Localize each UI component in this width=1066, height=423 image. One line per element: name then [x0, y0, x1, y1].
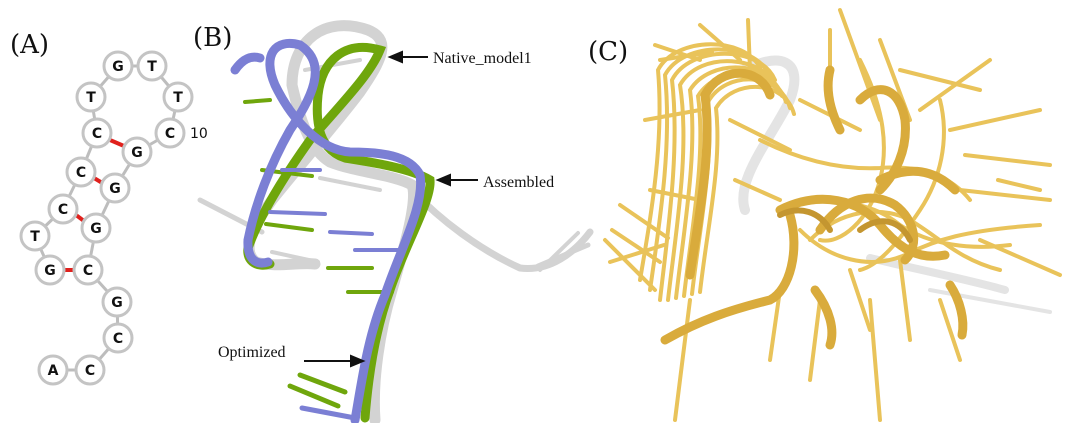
assembled-label: Assembled — [483, 174, 554, 191]
nucleotide-18: G — [44, 263, 56, 279]
optimized-label: Optimized — [218, 344, 286, 361]
nucleotide-11: T — [147, 59, 157, 75]
panel-a-label: (A) — [10, 30, 49, 60]
nucleotide-14: C — [92, 126, 102, 142]
panel-b: (B) — [193, 23, 590, 420]
nucleotide-1: A — [48, 363, 59, 379]
nucleotide-circles — [21, 52, 192, 384]
nucleotide-16: C — [58, 202, 68, 218]
nucleotide-2: C — [85, 363, 95, 379]
panel-c-label: (C) — [588, 37, 628, 67]
panel-a: (A) — [10, 30, 208, 384]
nucleotide-7: G — [109, 181, 121, 197]
position-index-label: 10 — [190, 126, 208, 142]
nucleotide-13: T — [86, 90, 96, 106]
panel-b-label: (B) — [193, 23, 232, 53]
nucleotide-4: G — [111, 295, 123, 311]
nucleotide-12: G — [112, 59, 124, 75]
nucleotide-9: C — [165, 126, 175, 142]
panel-c: (C) — [588, 10, 1060, 420]
nucleotide-5: C — [83, 263, 93, 279]
nucleotide-6: G — [90, 221, 102, 237]
nucleotide-8: G — [131, 145, 143, 161]
nucleotide-15: C — [76, 165, 86, 181]
annotation-arrows — [304, 52, 478, 366]
native-model-label: Native_model1 — [433, 50, 532, 67]
nucleotide-3: C — [113, 331, 123, 347]
nucleotide-17: T — [30, 229, 40, 245]
nucleotide-10: T — [173, 90, 183, 106]
